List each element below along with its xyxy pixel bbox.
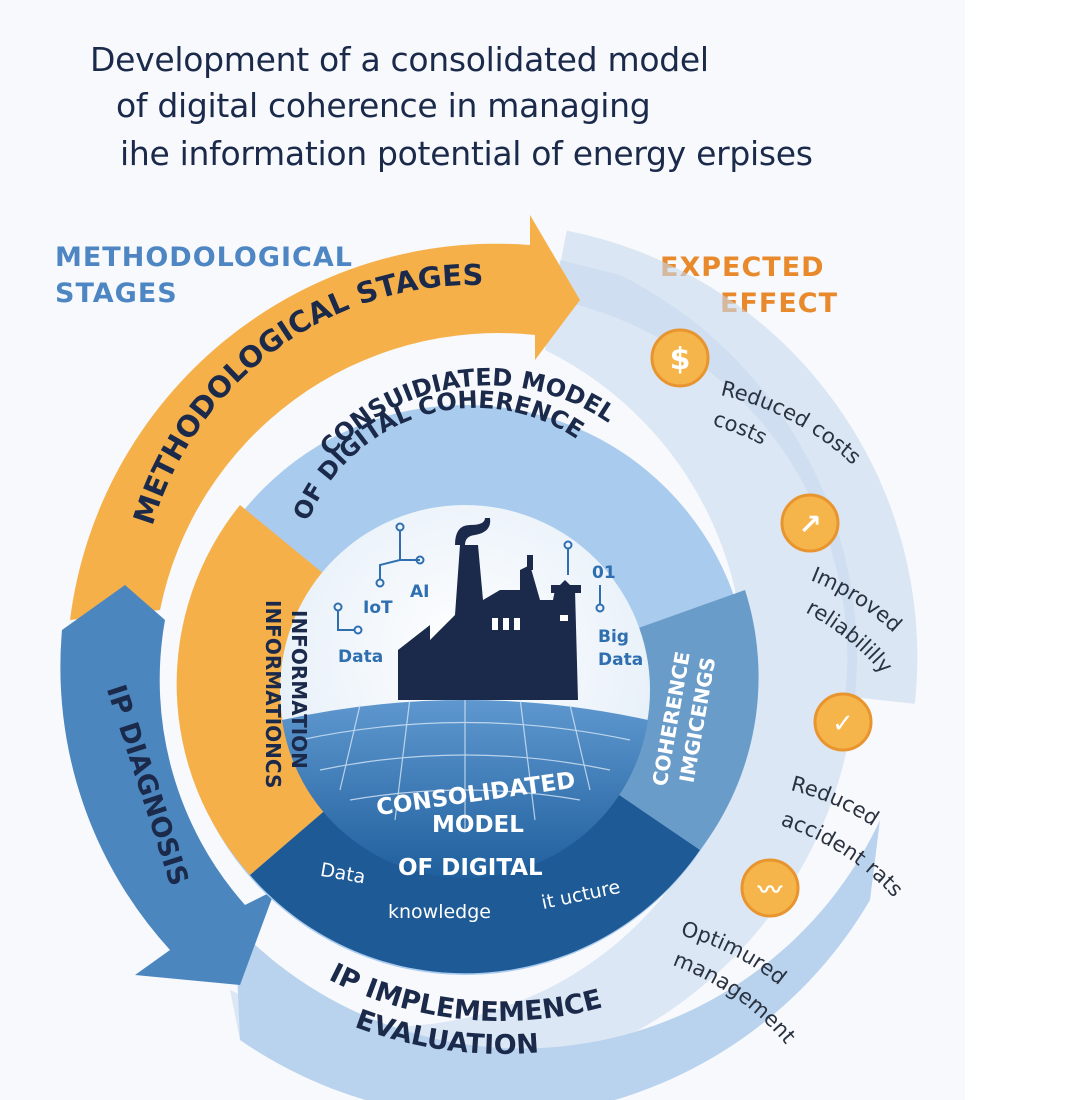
tech-labels: AI IoT Data 01 Big Data [338, 563, 643, 670]
effect-band [230, 260, 857, 1085]
shield-check-icon: ✓ [813, 692, 873, 752]
svg-text:✓: ✓ [832, 709, 854, 739]
dollar-icon: $ [650, 328, 710, 388]
svg-text:〰: 〰 [757, 876, 783, 904]
tech-label-big-data: Data [598, 650, 643, 670]
svg-text:↗: ↗ [798, 508, 821, 541]
tech-label-binary: 01 [592, 563, 616, 583]
center-label-2: MODEL [432, 812, 524, 838]
svg-text:$: $ [670, 342, 691, 377]
tech-label-big: Big [598, 627, 629, 647]
ip-diagnosis-arrow [60, 585, 275, 985]
trend-up-icon: ↗ [780, 493, 840, 553]
inner-left-label-2: INFORMATIONCS [261, 600, 285, 788]
globe-grid [299, 695, 631, 830]
corner-left-line-2: STAGES [55, 278, 178, 309]
tech-label-data: Data [338, 647, 383, 667]
center-knowledge-label: knowledge [388, 901, 491, 923]
factory-icon [398, 518, 581, 700]
methodological-stages-arrow [70, 215, 580, 620]
effect-icon-group: $ ↗ ✓ 〰 [650, 328, 873, 918]
corner-label-left: METHODOLOGICAL STAGES [55, 240, 353, 312]
circuit-nodes [333, 522, 605, 635]
title-line-1: Development of a consolidated model [90, 40, 709, 79]
factory-windows [492, 615, 568, 630]
corner-left-line-1: METHODOLOGICAL [55, 242, 353, 273]
center-label-3: OF DIGITAL [398, 855, 543, 881]
line-chart-icon: 〰 [740, 858, 800, 918]
inner-left-label-1: INFORMATION [287, 610, 311, 769]
tech-label-iot: IoT [363, 598, 393, 618]
evaluation-band [235, 820, 880, 1100]
title-line-2: of digital coherence in managing [116, 86, 651, 125]
tech-label-ai: AI [410, 582, 429, 602]
title-line-3: ihe information potential of energy erpi… [120, 134, 813, 173]
circuit-lines [337, 530, 601, 631]
